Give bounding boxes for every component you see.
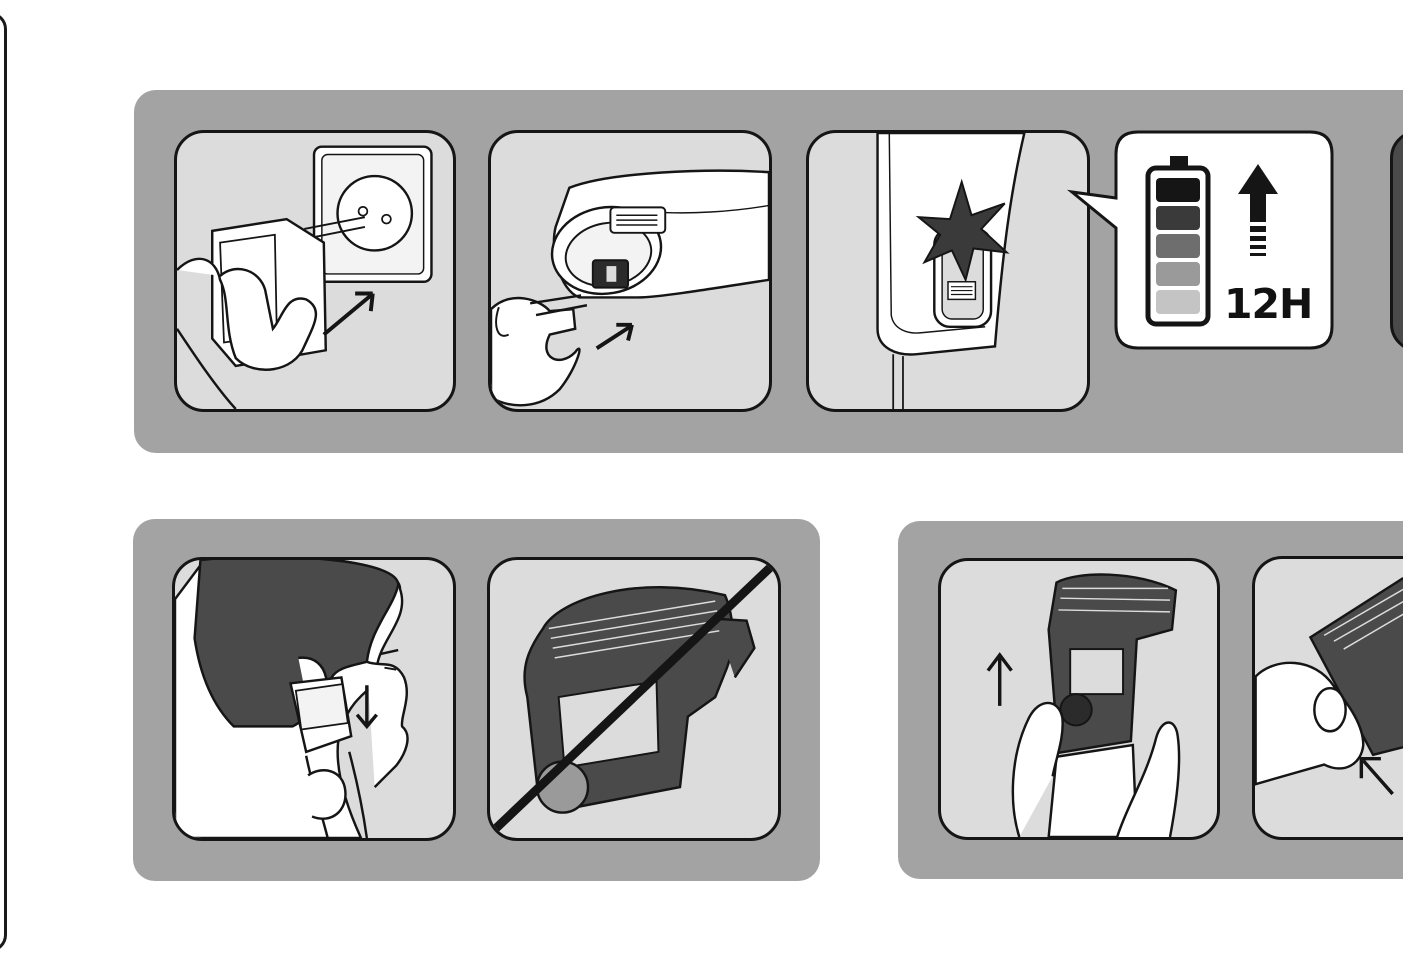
panel-push-comb-release xyxy=(1252,556,1403,840)
page-border xyxy=(0,12,7,952)
panel-slide-comb-up xyxy=(938,558,1220,840)
panel-trim-sideburns xyxy=(172,557,456,841)
charging-light-icon xyxy=(809,133,1087,409)
trimming-head-icon xyxy=(175,560,453,838)
panel-next-step-partial xyxy=(1390,130,1403,352)
panel-no-comb-attachment xyxy=(487,557,781,841)
panel-plug-adapter-into-socket xyxy=(174,130,456,412)
charge-duration-label: 12H xyxy=(1224,280,1312,328)
trimmer-socket-icon xyxy=(491,133,769,409)
wall-socket-icon xyxy=(177,133,453,409)
comb-release-icon xyxy=(1255,559,1403,837)
prohibited-comb-icon xyxy=(490,560,778,838)
panel-charging-light-on xyxy=(806,130,1090,412)
panel-plug-cord-into-trimmer xyxy=(488,130,772,412)
comb-attach-icon xyxy=(941,561,1217,837)
